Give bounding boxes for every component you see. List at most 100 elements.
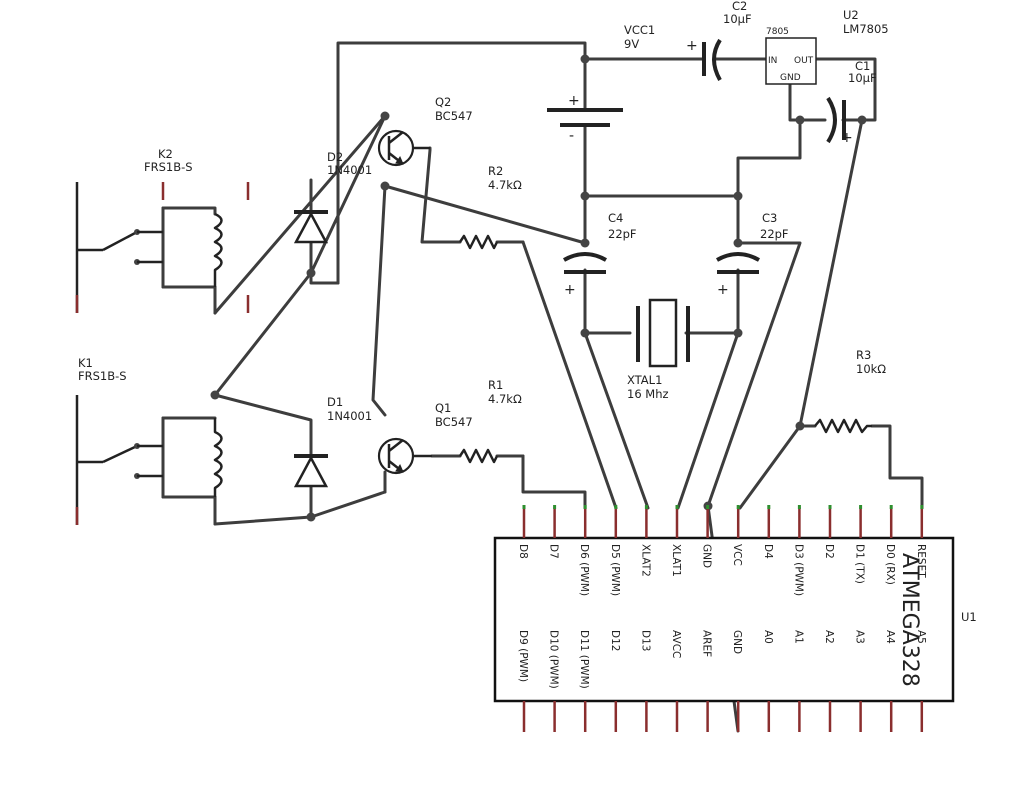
u2-value: LM7805 <box>843 22 889 36</box>
wire-k2-coil <box>161 206 217 216</box>
k1-coil <box>213 418 223 497</box>
r1-value: 4.7kΩ <box>488 392 522 406</box>
u1-top-pin-label: RESET <box>915 544 927 578</box>
r1-ref: R1 <box>488 378 503 392</box>
wire-q2-emitter-to-c4 <box>383 184 587 245</box>
junction-dots <box>210 54 867 522</box>
u1-bottom-pin-label: GND <box>731 630 743 654</box>
c4-ref: C4 <box>608 211 623 225</box>
junction-dot <box>380 181 390 191</box>
q1-value: BC547 <box>435 415 473 429</box>
junction-dot <box>580 328 590 338</box>
u1-bottom-pin-label: A3 <box>854 630 866 644</box>
junction-dot <box>795 115 805 125</box>
u1-bottom-pin-label: AVCC <box>670 630 682 658</box>
junction-dot <box>580 54 590 64</box>
u1-bottom-pin-label: A5 <box>915 630 927 644</box>
transistor-q2[interactable]: Q2 BC547 <box>377 95 473 167</box>
wire-d2-bot <box>309 240 340 285</box>
transistor-q1[interactable]: Q1 BC547 <box>377 401 473 494</box>
wire-k2-coil-bot <box>161 285 217 315</box>
wire-reg-gnd-down <box>736 118 802 198</box>
u1-bottom-pin-label: A2 <box>823 630 835 644</box>
resistor-r3[interactable]: R3 10kΩ <box>814 348 886 434</box>
r2-ref: R2 <box>488 164 503 178</box>
u2-pin-out: OUT <box>794 56 814 66</box>
u1-part-name: ATMEGA328 <box>897 553 922 687</box>
c3-ref: C3 <box>762 211 777 225</box>
wire-vout-to-r3 <box>798 118 864 428</box>
regulator-u2[interactable]: 7805 IN OUT GND U2 LM7805 <box>765 8 889 85</box>
junction-dot <box>733 238 743 248</box>
wire-c4-bottom <box>583 268 632 335</box>
vcc1-value: 9V <box>624 37 639 51</box>
diode-d1[interactable]: D1 1N4001 <box>293 395 372 488</box>
u2-ref: U2 <box>843 8 859 22</box>
wire-r1-to-d6 <box>521 454 587 510</box>
d2-value: 1N4001 <box>327 163 372 177</box>
k2-ref: K2 <box>158 147 173 161</box>
wire-k1-top <box>213 393 313 458</box>
u1-bottom-pin-label: AREF <box>701 630 713 657</box>
wire-d1-bot <box>213 484 313 526</box>
crystal-xtal1[interactable]: XTAL1 16 Mhz <box>627 298 690 401</box>
u1-top-pin-label: D0 (RX) <box>884 544 896 585</box>
relay-k2[interactable]: K2 FRS1B-S <box>75 147 250 313</box>
u1-ref: U1 <box>961 610 977 624</box>
k2-switch-arm <box>102 230 138 252</box>
capacitor-c3[interactable]: + C3 22pF <box>716 211 789 298</box>
diode-d2[interactable]: D2 1N4001 <box>293 150 372 244</box>
junction-dot <box>795 421 805 431</box>
resistor-r1[interactable]: R1 4.7kΩ <box>458 378 522 464</box>
relay-k1[interactable]: K1 FRS1B-S <box>75 356 223 525</box>
resistor-r2[interactable]: R2 4.7kΩ <box>458 164 522 250</box>
k1-switch-arm <box>102 444 138 464</box>
u1-top-pin-label: VCC <box>731 544 743 566</box>
r3-value: 10kΩ <box>856 362 886 376</box>
junction-dot <box>210 390 220 400</box>
u1-top-pin-label: D5 (PWM) <box>609 544 621 596</box>
capacitor-c4[interactable]: + C4 22pF <box>563 211 637 298</box>
c4-plus-sign: + <box>564 282 576 298</box>
u1-top-pin-label: D2 <box>823 544 835 559</box>
battery-vcc1[interactable]: + - VCC1 9V <box>547 23 655 144</box>
wire-q2-emitter <box>371 184 387 417</box>
wire-q2-base <box>420 146 462 244</box>
d2-triangle <box>293 211 329 244</box>
c3-plate-curved <box>716 252 760 262</box>
junction-dot <box>580 238 590 248</box>
u2-part: 7805 <box>766 27 789 37</box>
d1-value: 1N4001 <box>327 409 372 423</box>
c2-ref: C2 <box>732 0 747 13</box>
c1-ref: C1 <box>855 59 870 73</box>
capacitor-c2[interactable]: + C2 10µF <box>686 0 752 81</box>
u1-top-pin-label: GND <box>701 544 713 568</box>
r3-zigzag <box>814 418 872 434</box>
r2-zigzag <box>458 234 499 250</box>
u1-top-pin-label: D1 (TX) <box>854 544 866 584</box>
c1-plate-curved <box>826 96 837 144</box>
u1-top-pin-label: D4 <box>762 544 774 559</box>
wire-vcc-top <box>336 41 705 285</box>
c4-plate-curved <box>563 252 607 262</box>
u1-top-pin-label: XLAT1 <box>670 544 682 577</box>
u1-bottom-pin-label: D9 (PWM) <box>517 630 529 682</box>
u1-top-pin-label: D8 <box>517 544 529 559</box>
u1-top-pin-label: D6 (PWM) <box>578 544 590 596</box>
u2-body <box>765 37 817 85</box>
c1-value: 10µF <box>848 71 877 85</box>
d1-ref: D1 <box>327 395 343 409</box>
q1-ref: Q1 <box>435 401 451 415</box>
junction-dot <box>733 328 743 338</box>
r3-ref: R3 <box>856 348 871 362</box>
wire-xlat2 <box>583 331 650 510</box>
c4-value: 22pF <box>608 227 637 241</box>
junction-dot <box>733 191 743 201</box>
battery-plus-sign: + <box>568 93 580 109</box>
capacitor-c1[interactable]: + C1 10µF <box>826 59 877 146</box>
q2-value: BC547 <box>435 109 473 123</box>
c3-value: 22pF <box>760 227 789 241</box>
c1-plus-sign: + <box>841 130 853 146</box>
